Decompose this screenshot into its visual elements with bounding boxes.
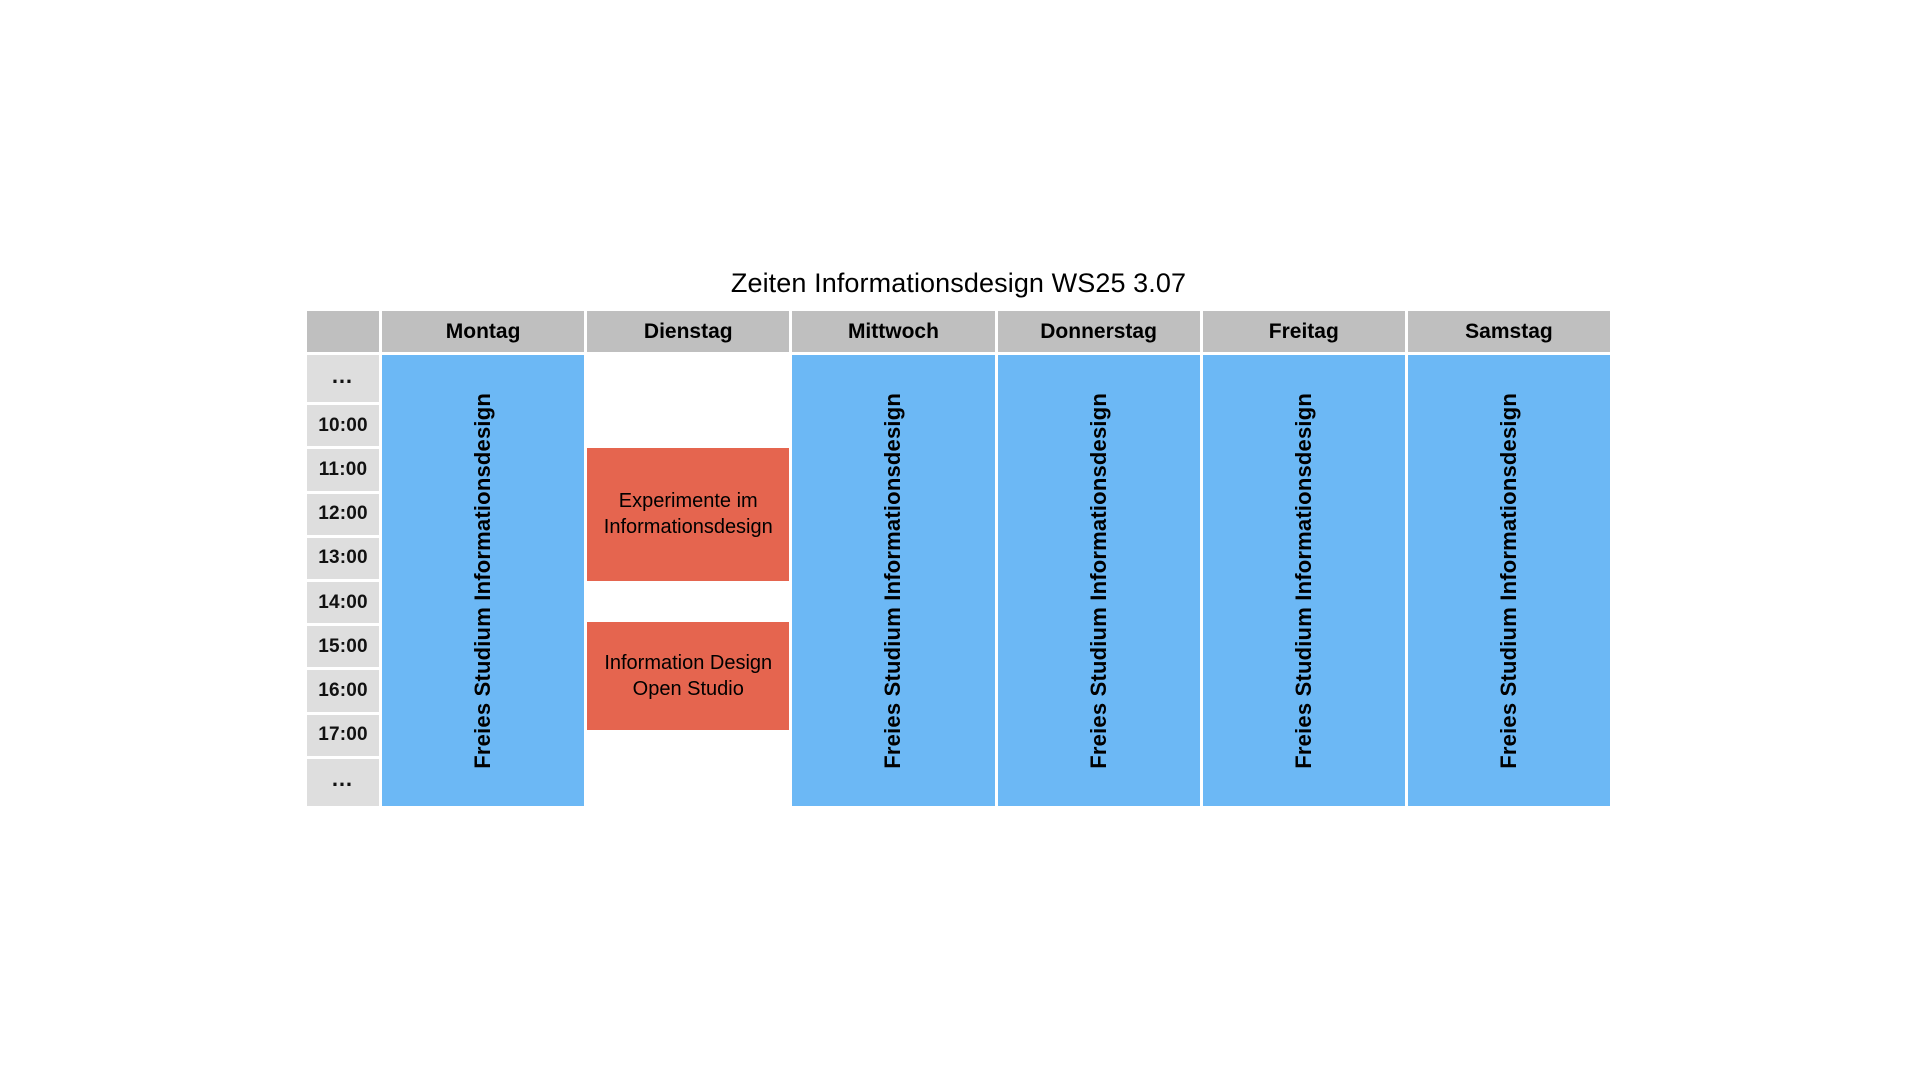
event-label-line2: Open Studio	[632, 678, 744, 701]
event-label-line1: Information Design	[604, 652, 773, 675]
event-label-line2: Informationsdesign	[603, 516, 773, 539]
time-slot-1000: 10:00	[307, 405, 379, 447]
header-day-samstag: Samstag	[1407, 311, 1611, 352]
event-block-free-study-samstag[interactable]: Freies Studium Informationsdesign	[1407, 355, 1611, 806]
event-block-free-study-montag[interactable]: Freies Studium Informationsdesign	[382, 355, 585, 806]
time-slot-1700: 17:00	[307, 714, 379, 756]
time-slot-after: …	[307, 758, 379, 807]
day-column-montag: Freies Studium Informationsdesign	[382, 355, 585, 806]
event-label: Experimente im Informationsdesign	[604, 488, 773, 540]
day-column-freitag: Freies Studium Informationsdesign	[1202, 355, 1405, 806]
event-block-free-study-mittwoch[interactable]: Freies Studium Informationsdesign	[792, 355, 995, 806]
event-block-free-study-freitag[interactable]: Freies Studium Informationsdesign	[1202, 355, 1405, 806]
time-slot-1300: 13:00	[307, 537, 379, 580]
time-slot-1400: 14:00	[307, 582, 379, 624]
time-slot-1100: 11:00	[307, 449, 379, 491]
timetable-body: … 10:00 11:00 12:00 13:00 14:00 15:00 16…	[307, 355, 1611, 807]
header-day-mittwoch: Mittwoch	[792, 311, 995, 352]
event-label-line1: Experimente im	[618, 490, 758, 513]
header-day-dienstag: Dienstag	[587, 311, 790, 352]
event-label: Freies Studium Informationsdesign	[880, 392, 906, 769]
page-title: Zeiten Informationsdesign WS25 3.07	[730, 268, 1187, 298]
event-label: Freies Studium Informationsdesign	[1290, 392, 1316, 769]
day-column-donnerstag: Freies Studium Informationsdesign	[997, 355, 1200, 806]
event-label: Freies Studium Informationsdesign	[1495, 392, 1521, 769]
day-column-mittwoch: Freies Studium Informationsdesign	[792, 355, 995, 806]
day-column-dienstag: Experimente im Informationsdesign Informa…	[587, 355, 790, 806]
event-label: Freies Studium Informationsdesign	[1085, 392, 1111, 769]
event-block-experimente-informationsdesign[interactable]: Experimente im Informationsdesign	[587, 447, 790, 581]
timetable: Montag Dienstag Mittwoch Donnerstag Frei…	[307, 311, 1611, 807]
time-slot-before: …	[307, 355, 379, 403]
time-gutter: … 10:00 11:00 12:00 13:00 14:00 15:00 16…	[307, 355, 379, 807]
event-label: Freies Studium Informationsdesign	[470, 392, 496, 769]
day-column-samstag: Freies Studium Informationsdesign	[1407, 355, 1611, 806]
header-day-montag: Montag	[382, 311, 585, 352]
header-day-donnerstag: Donnerstag	[997, 311, 1200, 352]
time-slot-1200: 12:00	[307, 493, 379, 535]
time-slot-1500: 15:00	[307, 626, 379, 668]
timetable-header-row: Montag Dienstag Mittwoch Donnerstag Frei…	[307, 311, 1611, 352]
event-block-free-study-donnerstag[interactable]: Freies Studium Informationsdesign	[997, 355, 1200, 806]
time-slot-1600: 16:00	[307, 670, 379, 712]
header-corner-cell	[307, 311, 379, 352]
header-day-freitag: Freitag	[1202, 311, 1405, 352]
